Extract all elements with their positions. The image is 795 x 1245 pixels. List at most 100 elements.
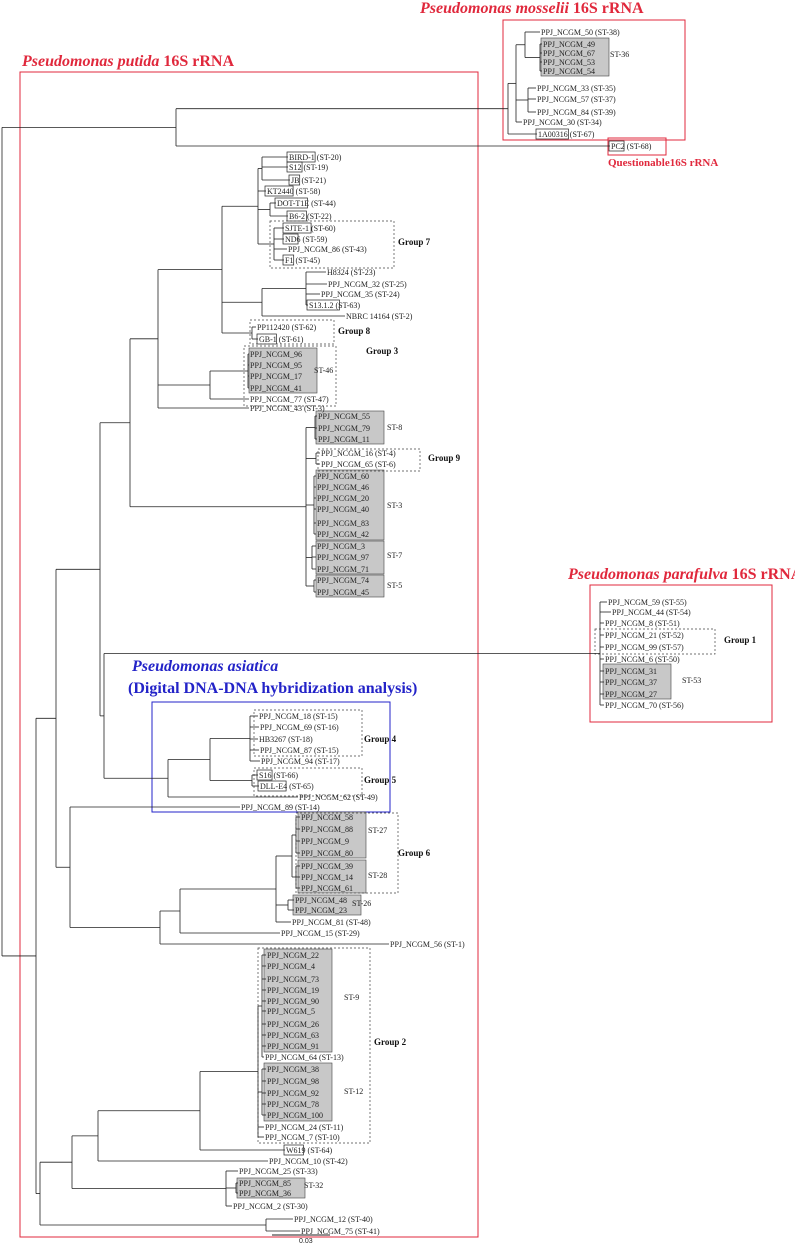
group-label: Group 7 bbox=[398, 237, 431, 247]
group-box bbox=[317, 448, 421, 472]
leaf-label: PPJ_NCGM_12 (ST-40) bbox=[294, 1215, 373, 1224]
group-box bbox=[594, 628, 716, 655]
leaf-label: PPJ_NCGM_81 (ST-48) bbox=[292, 918, 371, 927]
st-label: ST-8 bbox=[387, 423, 402, 432]
group-box bbox=[253, 709, 363, 757]
group-label: Group 5 bbox=[364, 775, 397, 785]
leaf-label: PPJ_NCGM_10 (ST-42) bbox=[269, 1157, 348, 1166]
shaded-clade-layer bbox=[236, 37, 672, 1199]
shaded-clade bbox=[248, 347, 318, 394]
shaded-clade bbox=[263, 1062, 333, 1122]
leaf-label-layer: PPJ_NCGM_50 (ST-38)PPJ_NCGM_49PPJ_NCGM_6… bbox=[233, 28, 691, 1236]
leaf-label: PPJ_NCGM_25 (ST-33) bbox=[239, 1167, 318, 1176]
leaf-label: PPJ_NCGM_43 (ST-3) bbox=[250, 404, 325, 413]
shaded-clade bbox=[315, 540, 385, 575]
leaf-label: PPJ_NCGM_44 (ST-54) bbox=[612, 608, 691, 617]
leaf-label: PPJ_NCGM_60 bbox=[317, 472, 369, 481]
shaded-clade bbox=[263, 948, 333, 1053]
leaf-label: PPJ_NCGM_17 bbox=[250, 372, 302, 381]
leaf-label: ND6 (ST-59) bbox=[285, 235, 327, 244]
leaf-label: PPJ_NCGM_33 (ST-35) bbox=[537, 84, 616, 93]
leaf-label: PPJ_NCGM_96 bbox=[250, 350, 302, 359]
scale-label: 0.03 bbox=[299, 1238, 313, 1245]
parafulva-title: Pseudomonas parafulva 16S rRNA bbox=[567, 566, 795, 583]
leaf-label: PC2 (ST-68) bbox=[611, 142, 652, 151]
st-label: ST-32 bbox=[304, 1181, 323, 1190]
shaded-clade bbox=[297, 859, 367, 894]
leaf-label: PPJ_NCGM_11 bbox=[318, 435, 370, 444]
leaf-label: PPJ_NCGM_65 (ST-6) bbox=[321, 460, 396, 469]
leaf-label: PPJ_NCGM_89 (ST-14) bbox=[241, 803, 320, 812]
leaf-label: PPJ_NCGM_8 (ST-51) bbox=[605, 619, 680, 628]
leaf-label: PPJ_NCGM_91 bbox=[267, 1042, 319, 1051]
shaded-clade bbox=[315, 469, 385, 541]
leaf-label: PPJ_NCGM_61 bbox=[301, 884, 353, 893]
leaf-label: PPJ_NCGM_6 (ST-50) bbox=[605, 655, 680, 664]
leaf-label: S12 (ST-19) bbox=[289, 163, 328, 172]
leaf-label: PPJ_NCGM_90 bbox=[267, 997, 319, 1006]
leaf-label: PPJ_NCGM_75 (ST-41) bbox=[301, 1227, 380, 1236]
shaded-clade bbox=[315, 574, 385, 598]
shaded-clade bbox=[540, 37, 610, 77]
st-label: ST-3 bbox=[387, 501, 402, 510]
leaf-label: PPJ_NCGM_69 (ST-16) bbox=[260, 723, 339, 732]
st-label: ST-9 bbox=[344, 993, 359, 1002]
leaf-label: PPJ_NCGM_71 bbox=[317, 565, 369, 574]
leaf-label: PPJ_NCGM_35 (ST-24) bbox=[321, 290, 400, 299]
leaf-label: PPJ_NCGM_30 (ST-34) bbox=[523, 118, 602, 127]
leaf-label: PPJ_NCGM_24 (ST-11) bbox=[265, 1123, 344, 1132]
leaf-label: PPJ_NCGM_4 bbox=[267, 962, 315, 971]
leaf-label: PPJ_NCGM_54 bbox=[543, 67, 595, 76]
leaf-label: PPJ_NCGM_20 bbox=[317, 494, 369, 503]
branch-layer bbox=[1, 31, 611, 1232]
asiatica-title: Pseudomonas asiatica bbox=[131, 658, 278, 675]
leaf-label: PPJ_NCGM_31 bbox=[605, 667, 657, 676]
leaf-label: PPJ_NCGM_27 bbox=[605, 690, 657, 699]
leaf-label: BIRD-1 (ST-20) bbox=[289, 153, 342, 162]
leaf-label: DLL-E4 (ST-65) bbox=[260, 782, 314, 791]
leaf-label: PPJ_NCGM_23 bbox=[295, 906, 347, 915]
leaf-label: S16 (ST-66) bbox=[259, 771, 298, 780]
leaf-label: PPJ_NCGM_83 bbox=[317, 519, 369, 528]
st-label: ST-5 bbox=[387, 581, 402, 590]
leaf-label: PPJ_NCGM_99 (ST-57) bbox=[605, 643, 684, 652]
group-label: Group 2 bbox=[374, 1037, 407, 1047]
leaf-label: PPJ_NCGM_37 bbox=[605, 678, 657, 687]
group-label: Group 6 bbox=[398, 848, 431, 858]
leaf-label: SJTE-1 (ST-60) bbox=[285, 224, 336, 233]
leaf-label: 1A00316 (ST-67) bbox=[538, 130, 595, 139]
group-box bbox=[269, 220, 395, 269]
leaf-label: PPJ_NCGM_80 bbox=[301, 849, 353, 858]
leaf-label: PPJ_NCGM_86 (ST-43) bbox=[288, 245, 367, 254]
leaf-label: PPJ_NCGM_7 (ST-10) bbox=[265, 1133, 340, 1142]
leaf-label: PPJ_NCGM_46 bbox=[317, 483, 369, 492]
leaf-label: PPJ_NCGM_62 (ST-49) bbox=[299, 793, 378, 802]
shaded-clade bbox=[297, 811, 367, 859]
leaf-label: HB3267 (ST-18) bbox=[259, 735, 313, 744]
st-label-layer: ST-36ST-46ST-8ST-3ST-7ST-5ST-53ST-27ST-2… bbox=[304, 50, 701, 1190]
leaf-label: PPJ_NCGM_77 (ST-47) bbox=[250, 395, 329, 404]
leaf-label: S13.1.2 (ST-63) bbox=[309, 301, 360, 310]
shaded-clade bbox=[236, 1177, 306, 1199]
putida-box bbox=[19, 71, 479, 1238]
leaf-label: PPJ_NCGM_55 bbox=[318, 412, 370, 421]
asiatica-box bbox=[151, 701, 391, 813]
leaf-label: PPJ_NCGM_63 bbox=[267, 1031, 319, 1040]
group-label: Group 1 bbox=[724, 635, 757, 645]
group-label: Group 4 bbox=[364, 734, 397, 744]
questionable-box bbox=[607, 137, 667, 156]
leaf-label: PPJ_NCGM_41 bbox=[250, 384, 302, 393]
leaf-label: W619 (ST-64) bbox=[286, 1146, 332, 1155]
st-label: ST-7 bbox=[387, 551, 402, 560]
leaf-label: PPJ_NCGM_78 bbox=[267, 1100, 319, 1109]
leaf-label: PPJ_NCGM_3 bbox=[317, 542, 365, 551]
group-box bbox=[253, 767, 363, 797]
leaf-label: PPJ_NCGM_67 bbox=[543, 49, 595, 58]
group-label: Group 9 bbox=[428, 453, 461, 463]
leaf-label: PPJ_NCGM_74 bbox=[317, 576, 369, 585]
shaded-clade bbox=[602, 663, 672, 700]
st-label: ST-46 bbox=[314, 366, 333, 375]
leaf-label: PPJ_NCGM_84 (ST-39) bbox=[537, 108, 616, 117]
group-label: Group 3 bbox=[366, 346, 399, 356]
